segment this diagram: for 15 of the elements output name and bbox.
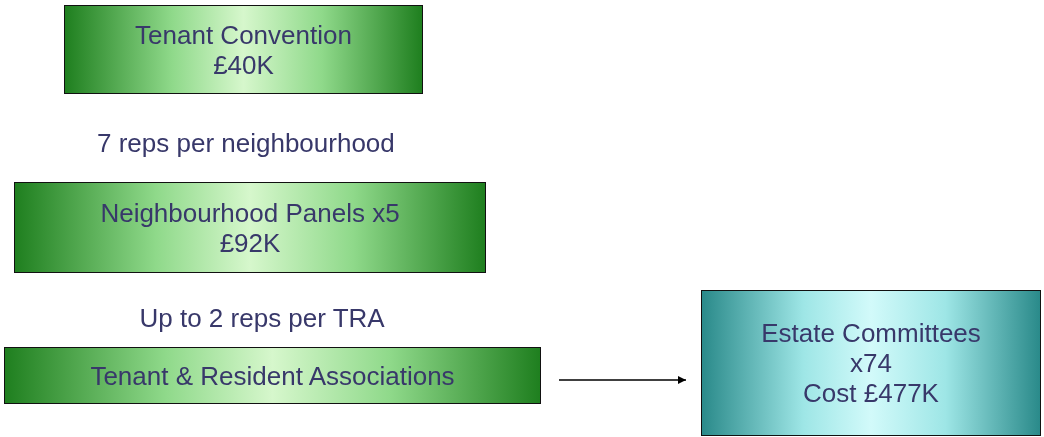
arrow <box>558 376 687 384</box>
annotation-text: Up to 2 reps per TRA <box>139 303 385 334</box>
node-text: Tenant Convention <box>135 19 352 50</box>
process-box <box>4 347 541 404</box>
process-box <box>14 182 486 273</box>
node-text: Cost £477K <box>803 378 939 408</box>
node-text: Neighbourhood Panels x5 <box>100 197 400 228</box>
process-box <box>64 5 423 94</box>
node-text: £40K <box>213 49 274 80</box>
node-text: Tenant & Resident Associations <box>90 360 455 391</box>
annotation-text: 7 reps per neighbourhood <box>97 128 395 159</box>
node-text: x74 <box>850 348 892 378</box>
node-text: £92K <box>219 227 281 258</box>
node-text: Estate Committees <box>761 318 981 348</box>
process-box <box>701 290 1041 436</box>
